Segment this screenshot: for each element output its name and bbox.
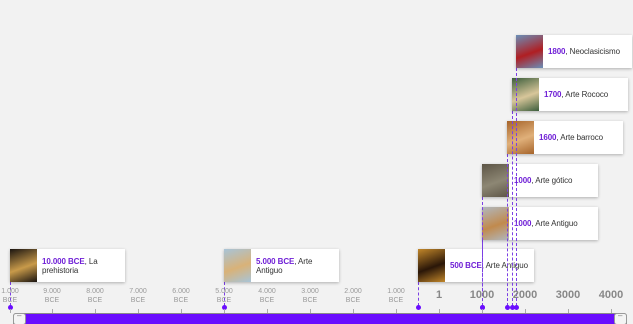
event-year: 500 BCE bbox=[450, 261, 482, 270]
event-year: 1700 bbox=[544, 90, 562, 99]
event-title: , Arte Antiguo bbox=[256, 256, 313, 275]
event-year: 1800 bbox=[548, 47, 566, 56]
event-card[interactable]: 500 BCE, Arte Antiguo bbox=[418, 249, 534, 282]
event-card[interactable]: 1800, Neoclasicismo bbox=[516, 35, 632, 68]
event-thumbnail-image bbox=[224, 249, 251, 282]
handle-grip-icon: – bbox=[17, 311, 22, 320]
axis-tick bbox=[525, 309, 526, 313]
timeline-navigator-track[interactable] bbox=[13, 313, 627, 324]
event-card[interactable]: 1700, Arte Rococo bbox=[512, 78, 628, 111]
axis-tick bbox=[95, 309, 96, 313]
axis-tick bbox=[224, 309, 225, 313]
axis-tick bbox=[439, 309, 440, 313]
event-label: 1600, Arte barroco bbox=[534, 133, 609, 142]
event-year: 10.000 BCE bbox=[42, 256, 85, 266]
event-connector-line bbox=[418, 282, 419, 306]
event-title: , Neoclasicismo bbox=[565, 47, 620, 56]
event-label: 10.000 BCE, La prehistoria bbox=[37, 257, 125, 275]
event-thumbnail-image bbox=[507, 121, 534, 154]
axis-major-label: 4000 bbox=[598, 289, 624, 301]
event-title: , Arte Antiguo bbox=[481, 261, 528, 270]
event-title: , Arte barroco bbox=[556, 133, 604, 142]
event-card[interactable]: 1000, Arte gótico bbox=[482, 164, 598, 197]
event-marker-dot[interactable] bbox=[416, 305, 421, 310]
event-marker-dot[interactable] bbox=[480, 305, 485, 310]
axis-tick bbox=[267, 309, 268, 313]
event-thumbnail-image bbox=[516, 35, 543, 68]
event-connector-line bbox=[516, 68, 517, 306]
event-title: , Arte gótico bbox=[531, 176, 573, 185]
event-connector-line bbox=[507, 154, 508, 306]
axis-tick bbox=[611, 309, 612, 313]
event-title: , Arte Antiguo bbox=[531, 219, 578, 228]
event-marker-dot[interactable] bbox=[505, 305, 510, 310]
axis-major-label: 2000 bbox=[512, 289, 538, 301]
axis-tick bbox=[353, 309, 354, 313]
event-year: 5.000 BCE bbox=[256, 256, 295, 266]
axis-major-label: 1 bbox=[435, 289, 443, 301]
axis-tick bbox=[181, 309, 182, 313]
event-label: 1800, Neoclasicismo bbox=[543, 47, 626, 56]
axis-major-label: 3000 bbox=[555, 289, 581, 301]
event-connector-line bbox=[482, 197, 483, 306]
event-label: 5.000 BCE, Arte Antiguo bbox=[251, 257, 339, 275]
event-thumbnail-image bbox=[10, 249, 37, 282]
axis-tick bbox=[10, 309, 11, 313]
event-year: 1000 bbox=[514, 176, 532, 185]
axis-tick bbox=[138, 309, 139, 313]
event-label: 1000, Arte Antiguo bbox=[509, 219, 584, 228]
event-connector-line bbox=[224, 282, 225, 306]
event-marker-dot[interactable] bbox=[8, 305, 13, 310]
navigator-right-handle[interactable]: – bbox=[614, 311, 627, 324]
event-marker-dot[interactable] bbox=[510, 305, 515, 310]
event-thumbnail-image bbox=[418, 249, 445, 282]
axis-tick bbox=[310, 309, 311, 313]
event-connector-line bbox=[512, 111, 513, 306]
event-thumbnail-image bbox=[482, 164, 509, 197]
event-label: 500 BCE, Arte Antiguo bbox=[445, 261, 534, 270]
event-label: 1000, Arte gótico bbox=[509, 176, 578, 185]
event-connector-line bbox=[10, 282, 11, 306]
event-title: , Arte Rococo bbox=[561, 90, 609, 99]
event-year: 1000 bbox=[514, 219, 532, 228]
event-card[interactable]: 1600, Arte barroco bbox=[507, 121, 623, 154]
event-title: , La prehistoria bbox=[42, 256, 98, 275]
event-card[interactable]: 10.000 BCE, La prehistoria bbox=[10, 249, 125, 282]
event-card[interactable]: 5.000 BCE, Arte Antiguo bbox=[224, 249, 339, 282]
axis-tick bbox=[52, 309, 53, 313]
event-label: 1700, Arte Rococo bbox=[539, 90, 614, 99]
event-card[interactable]: 1000, Arte Antiguo bbox=[482, 207, 598, 240]
navigator-left-handle[interactable]: – bbox=[13, 311, 26, 324]
event-marker-dot[interactable] bbox=[222, 305, 227, 310]
axis-tick bbox=[568, 309, 569, 313]
axis-major-label: 1000 bbox=[469, 289, 495, 301]
handle-grip-icon: – bbox=[618, 311, 623, 320]
axis-tick bbox=[396, 309, 397, 313]
event-thumbnail-image bbox=[482, 207, 509, 240]
event-year: 1600 bbox=[539, 133, 557, 142]
axis-tick bbox=[482, 309, 483, 313]
event-marker-dot[interactable] bbox=[514, 305, 519, 310]
